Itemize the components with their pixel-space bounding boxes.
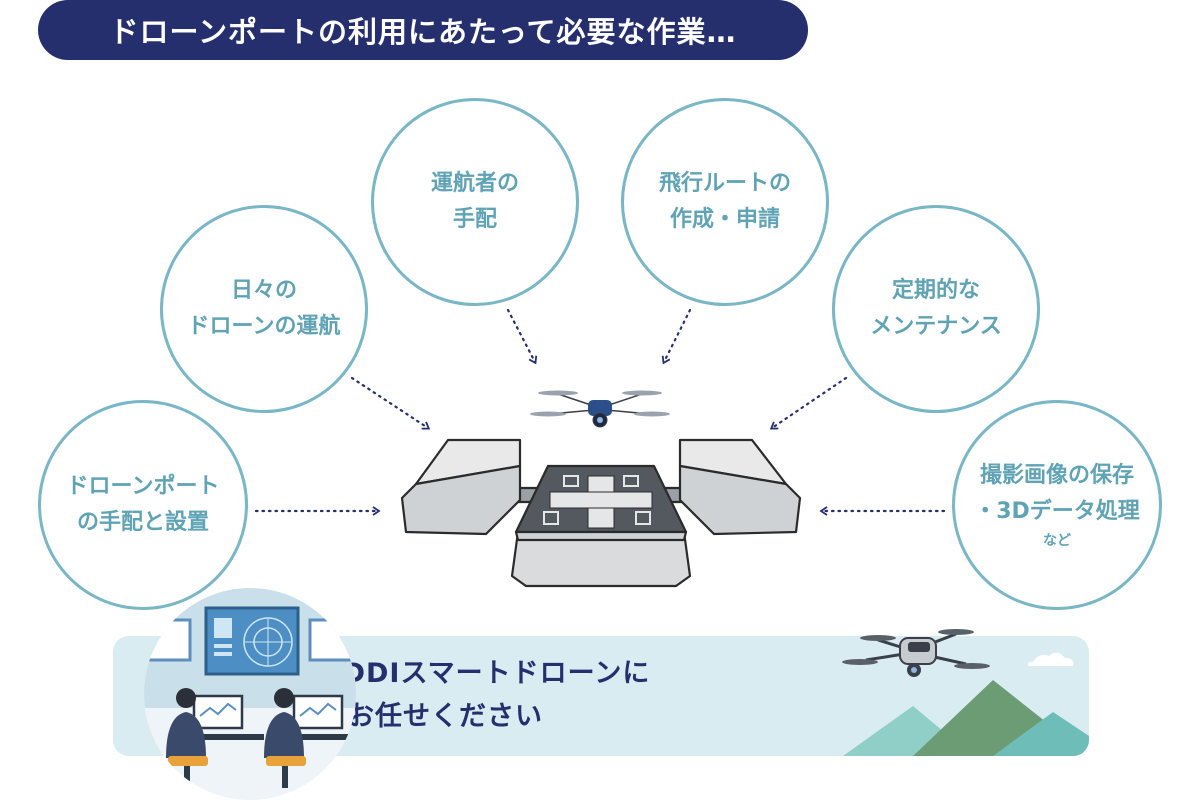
- control-room-illustration: [144, 588, 356, 800]
- bubble-maintenance: 定期的な メンテナンス: [832, 205, 1040, 413]
- header-title: ドローンポートの利用にあたって必要な作業…: [109, 15, 737, 49]
- bubble-flight-route: 飛行ルートの 作成・申請: [621, 98, 829, 306]
- bubble-setup-line2: の手配と設置: [76, 510, 209, 535]
- bubble-operator-arrangement: 運航者の 手配: [371, 98, 579, 306]
- bubble-daily-line1: 日々の: [230, 278, 297, 303]
- bubble-storage-line2: ・3Dデータ処理: [974, 499, 1140, 524]
- drone-port-illustration: [400, 438, 802, 588]
- bubble-daily-line2: ドローンの運航: [187, 314, 341, 339]
- arrow-maintenance: [769, 376, 848, 430]
- bubble-maintenance-line1: 定期的な: [891, 278, 980, 303]
- bubble-storage-line1: 撮影画像の保存: [979, 463, 1134, 488]
- mountain-illustration: [843, 652, 1089, 756]
- arrow-route: [661, 308, 692, 365]
- bubble-setup-line1: ドローンポート: [66, 474, 220, 499]
- header-title-pill: ドローンポートの利用にあたって必要な作業…: [38, 0, 808, 60]
- bubble-operator-line1: 運航者の: [430, 171, 519, 196]
- bubble-daily-operation: 日々の ドローンの運航: [160, 205, 368, 413]
- bubble-operator-line2: 手配: [452, 207, 497, 232]
- bubble-route-line1: 飛行ルートの: [658, 171, 791, 196]
- banner-line2: お任せください: [347, 701, 543, 732]
- large-drone-icon: [842, 629, 990, 677]
- bubble-route-line2: 作成・申請: [669, 207, 780, 232]
- bubble-image-storage: 撮影画像の保存 ・3Dデータ処理 など: [952, 400, 1162, 610]
- bubble-port-setup: ドローンポート の手配と設置: [38, 400, 248, 610]
- arrow-operator: [506, 308, 538, 365]
- drone-icon: [530, 390, 670, 428]
- bubble-maintenance-line2: メンテナンス: [870, 314, 1002, 339]
- bubble-storage-note: など: [1043, 533, 1071, 549]
- cloud-icon: [1027, 652, 1074, 666]
- arrow-daily: [350, 376, 431, 430]
